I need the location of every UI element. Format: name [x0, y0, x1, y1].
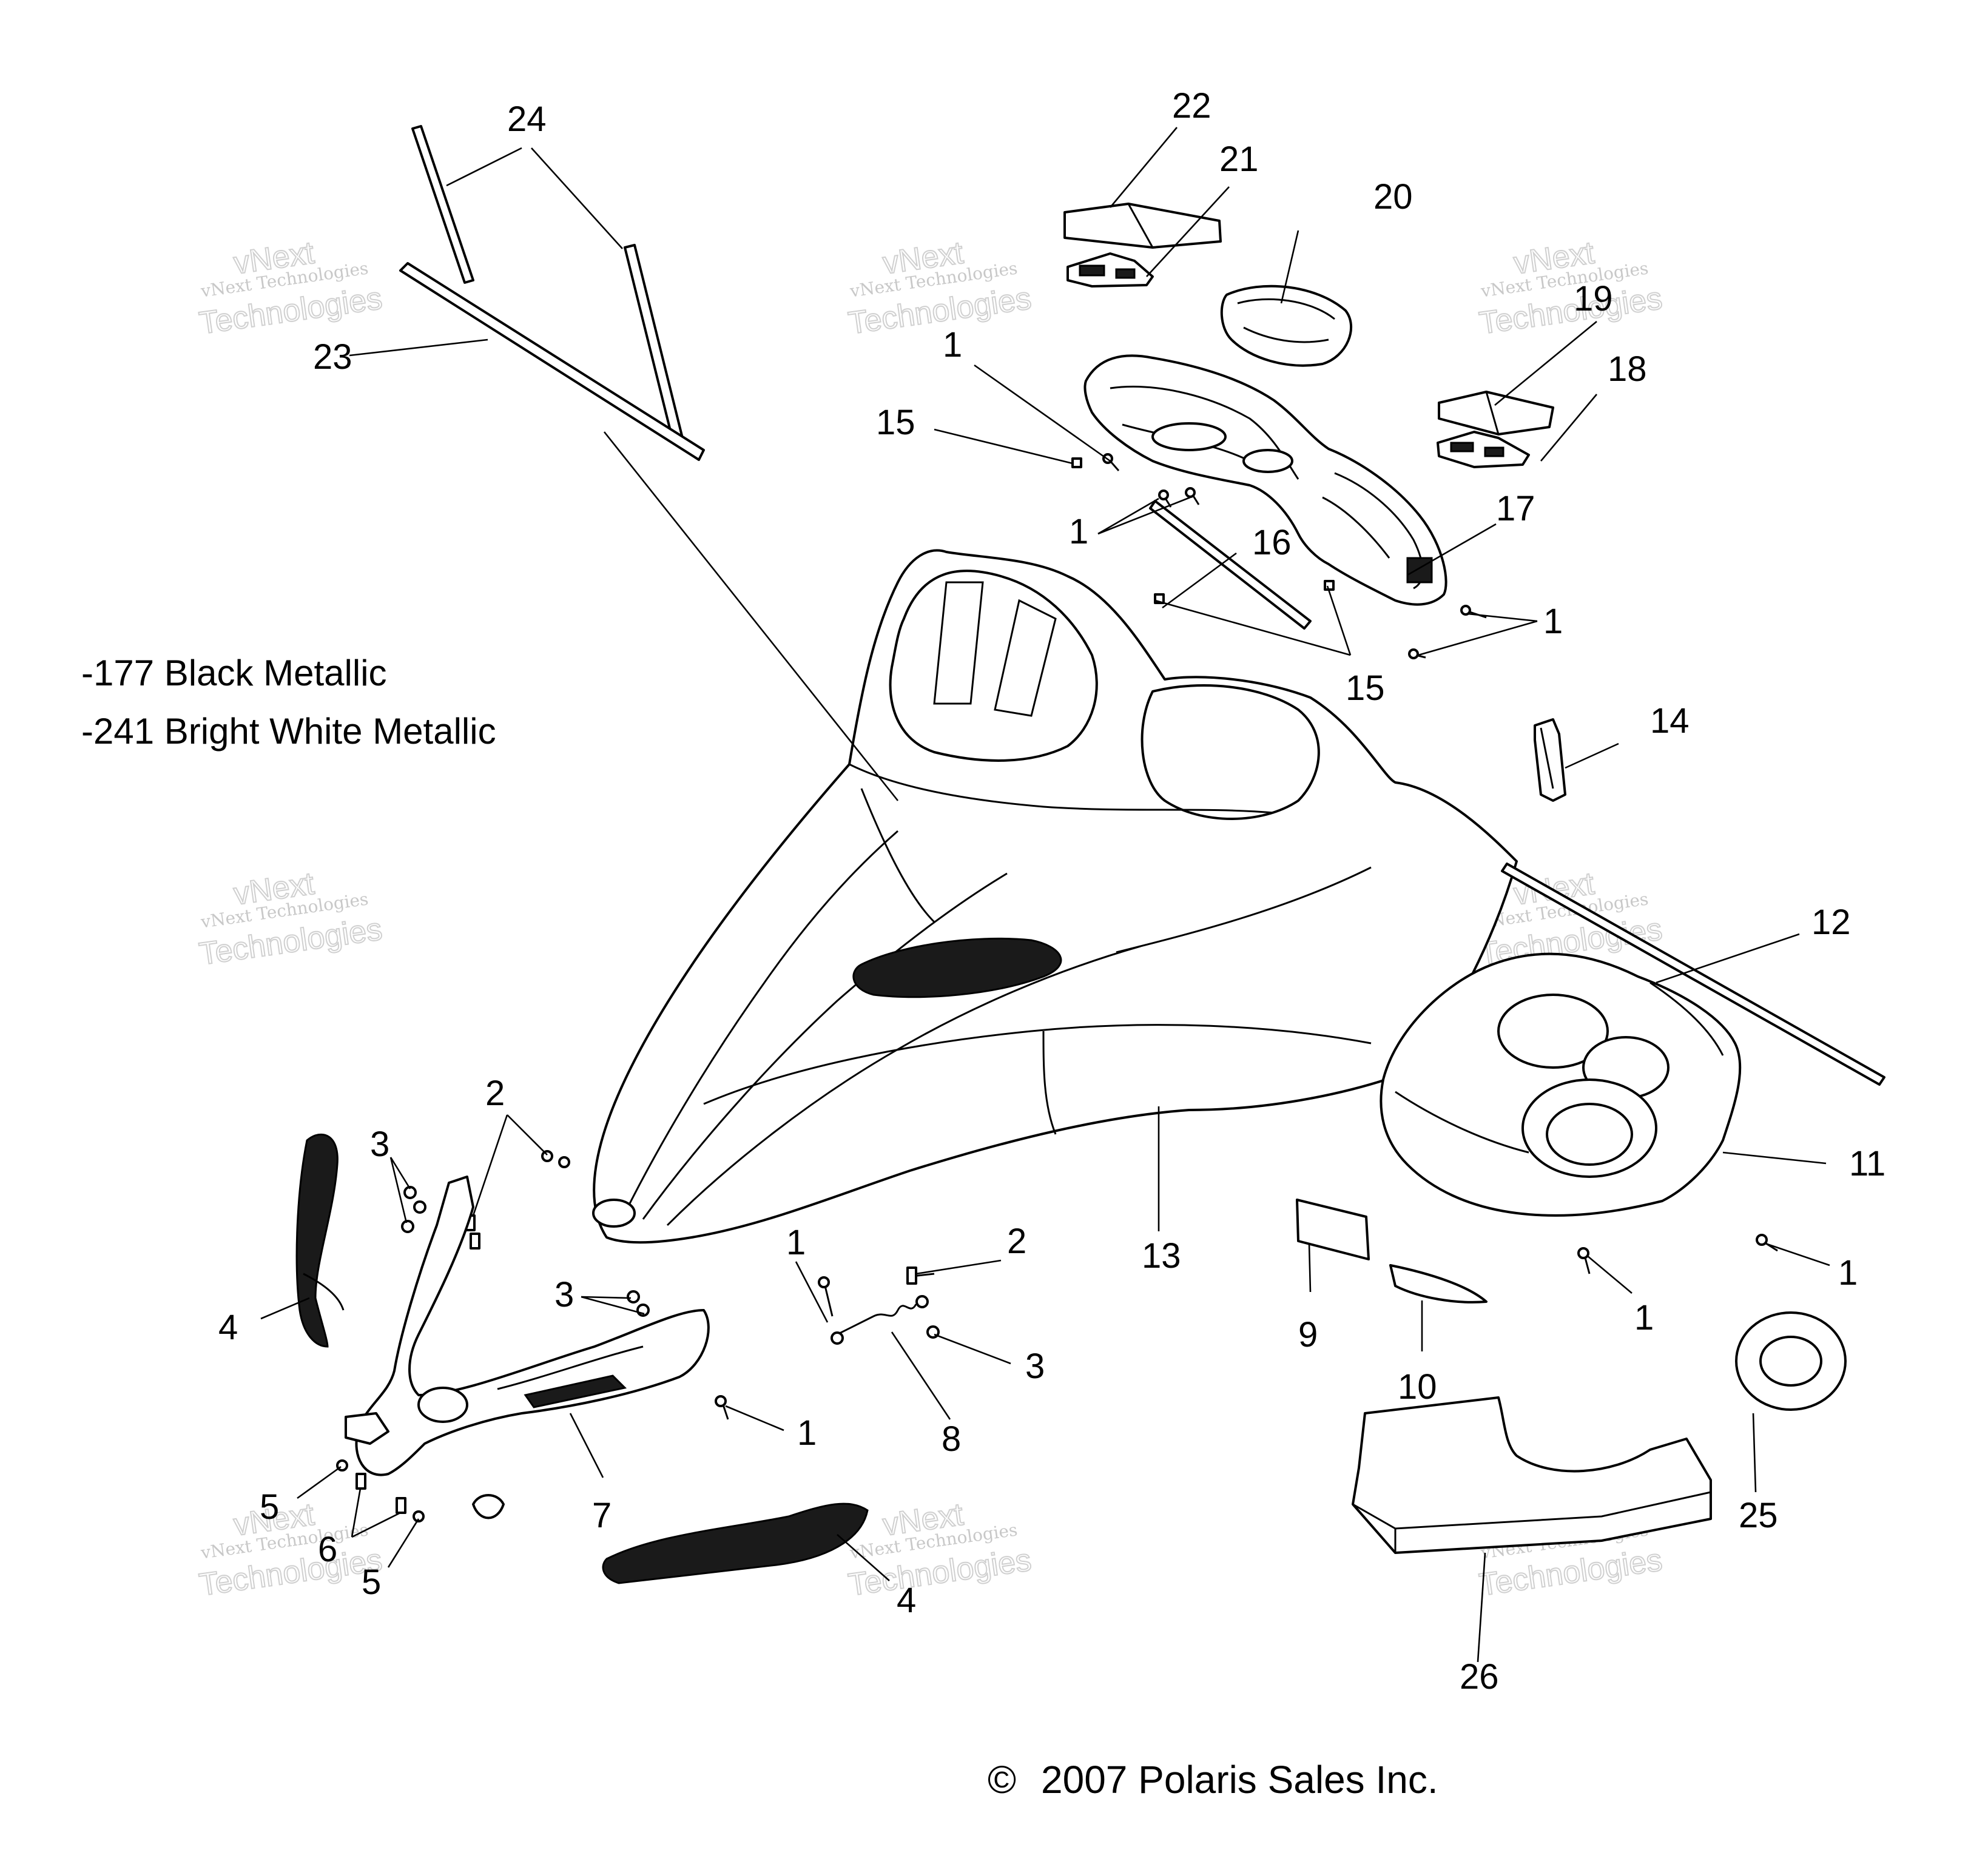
callout-26: 26	[1460, 1657, 1499, 1697]
callout-21: 21	[1219, 140, 1259, 179]
part-26-foam-pad	[1352, 1396, 1712, 1554]
part-14-handle	[1534, 718, 1566, 802]
part-21-bracket	[1066, 252, 1154, 288]
part-23-seal-strip	[399, 262, 705, 461]
callout-9: 9	[1298, 1315, 1318, 1354]
clip-15	[1071, 457, 1082, 468]
callout-5: 5	[260, 1487, 279, 1527]
callout-15: 15	[876, 403, 915, 442]
callout-1: 1	[1838, 1253, 1858, 1293]
part-25-grommet	[1735, 1311, 1847, 1411]
callout-3: 3	[554, 1275, 574, 1314]
part-8-cable	[831, 1295, 929, 1345]
callout-3: 3	[1025, 1347, 1045, 1386]
callout-22: 22	[1172, 86, 1211, 126]
screw-1	[1102, 453, 1120, 471]
callout-1: 1	[797, 1413, 817, 1453]
part-9-label	[1296, 1199, 1370, 1260]
copyright-text: 2007 Polaris Sales Inc.	[1041, 1758, 1438, 1801]
screw-1	[1577, 1247, 1591, 1274]
part-11-airbox	[1380, 952, 1742, 1217]
callout-1: 1	[1543, 602, 1563, 641]
copyright-line: © 2007 Polaris Sales Inc.	[988, 1758, 1438, 1801]
callout-13: 13	[1142, 1236, 1181, 1276]
callout-1: 1	[1069, 512, 1088, 551]
screw-3	[401, 1186, 426, 1233]
callout-4: 4	[218, 1308, 238, 1347]
callout-2: 2	[485, 1074, 505, 1113]
screw-2	[906, 1267, 935, 1285]
part-7-nose-bumper	[345, 1176, 710, 1519]
callout-7: 7	[592, 1496, 612, 1535]
callout-16: 16	[1252, 523, 1292, 562]
fasteners	[336, 453, 1778, 1522]
watermark: vNext vNext Technologies Technologies	[197, 235, 385, 342]
callout-20: 20	[1373, 177, 1413, 217]
watermark: vNext vNext Technologies Technologies	[197, 866, 385, 973]
callout-19: 19	[1574, 279, 1613, 318]
callout-1: 1	[943, 325, 962, 365]
watermark: vNext vNext Technologies Technologies	[846, 1496, 1034, 1604]
clip-15	[1324, 580, 1335, 591]
watermark: vNext vNext Technologies Technologies	[1477, 235, 1665, 342]
callout-1: 1	[786, 1223, 806, 1262]
callout-15b: 15	[1346, 668, 1385, 708]
color-note-white: -241 Bright White Metallic	[81, 711, 496, 752]
callout-5: 5	[362, 1563, 381, 1602]
callout-18: 18	[1608, 349, 1647, 389]
watermark: vNext vNext Technologies Technologies	[846, 235, 1034, 342]
part-16-rod	[1149, 500, 1312, 630]
screw-1	[1185, 487, 1200, 505]
callout-23: 23	[313, 337, 352, 377]
callout-11: 11	[1849, 1144, 1885, 1183]
part-20-gauge-bezel	[1220, 284, 1352, 367]
part-17-dash-panel	[1083, 354, 1447, 606]
screw-6	[355, 1473, 406, 1514]
screw-1	[715, 1395, 729, 1420]
part-4-grille-left	[295, 1134, 345, 1348]
color-note-black: -177 Black Metallic	[81, 653, 387, 693]
screw-2	[541, 1150, 570, 1168]
callout-10: 10	[1398, 1367, 1437, 1407]
callout-6: 6	[318, 1530, 337, 1569]
callout-17: 17	[1496, 489, 1535, 528]
callout-numbers: 24 23 22 21 20 19 18 17 16 15 15 1 1 1 1…	[218, 86, 1885, 1697]
part-4-grille-lower	[602, 1502, 869, 1584]
callout-1: 1	[1634, 1298, 1654, 1337]
part-24-trim-strips	[411, 125, 683, 439]
part-19-foam-block	[1438, 391, 1554, 436]
part-18-bracket	[1437, 431, 1530, 468]
callout-3: 3	[370, 1125, 389, 1164]
part-10-wedge	[1389, 1264, 1488, 1304]
screw-1	[1408, 648, 1426, 659]
callout-12: 12	[1811, 903, 1851, 942]
part-13-hood	[592, 549, 1518, 1244]
callout-4: 4	[897, 1581, 916, 1620]
screw-1	[1756, 1234, 1778, 1252]
screw-1	[818, 1276, 834, 1317]
copyright-symbol: ©	[988, 1758, 1016, 1801]
callout-2: 2	[1007, 1222, 1026, 1261]
callout-24: 24	[507, 99, 547, 139]
callout-14: 14	[1650, 701, 1690, 741]
leader-lines	[260, 127, 1830, 1663]
watermark: vNext vNext Technologies Technologies	[197, 1496, 385, 1604]
part-22-foam-block	[1063, 203, 1222, 249]
callout-8: 8	[942, 1419, 961, 1459]
callout-25: 25	[1739, 1496, 1778, 1535]
part-12-rod	[1501, 863, 1885, 1086]
